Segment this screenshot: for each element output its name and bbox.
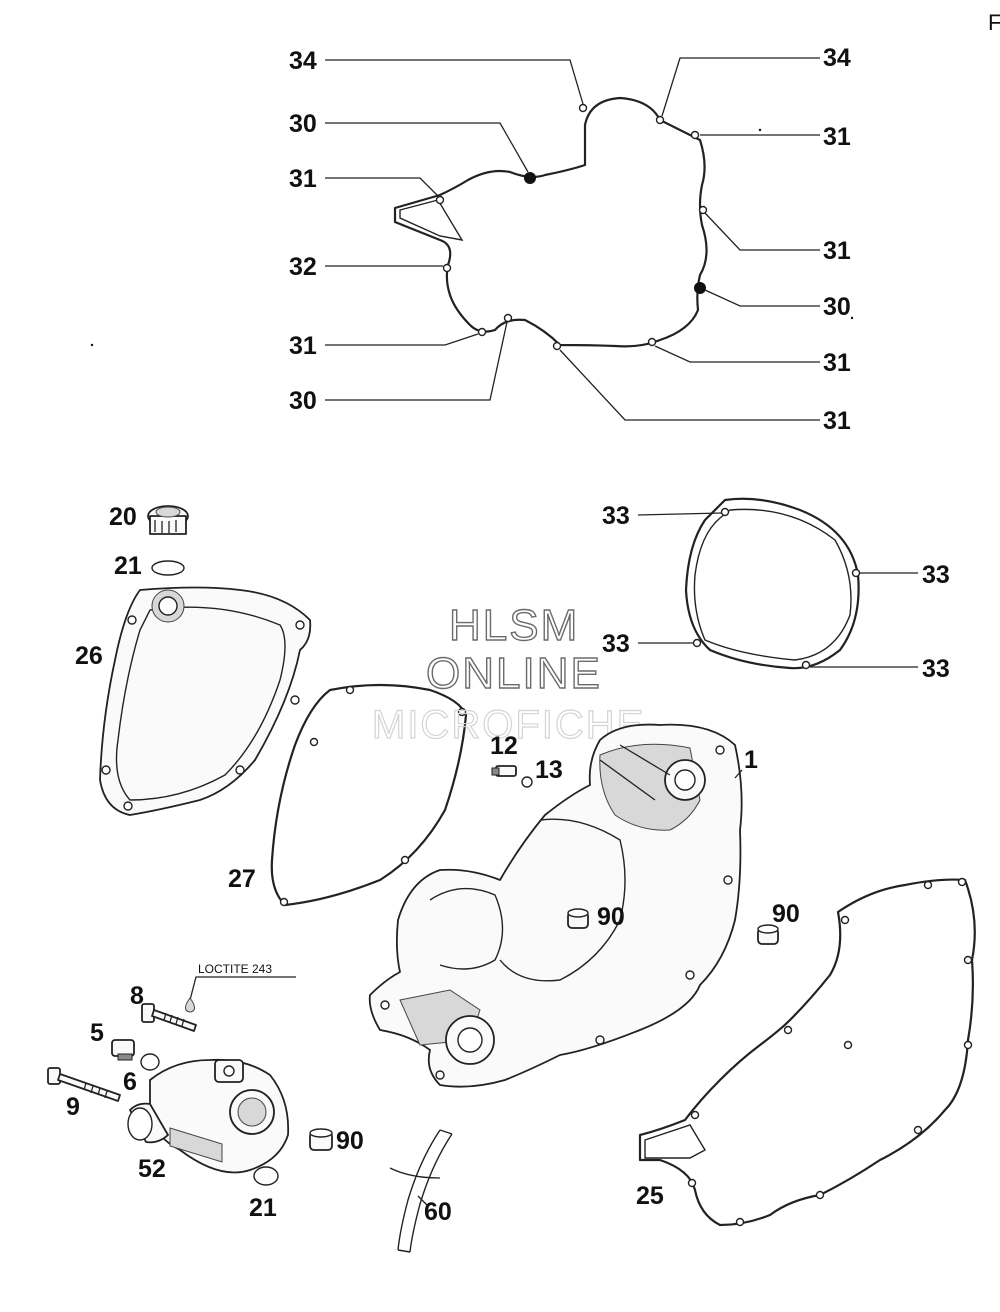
svg-text:ONLINE: ONLINE [426, 649, 602, 698]
leader-33-top [637, 512, 723, 516]
callout-21-bottom: 21 [249, 1194, 277, 1222]
cover-gasket-27 [270, 683, 468, 907]
callout-90-lower: 90 [336, 1127, 364, 1155]
callout-33-left: 33 [602, 630, 630, 658]
crankcase-part [368, 723, 743, 1088]
hose-60-part [389, 1129, 453, 1253]
leader-60 [417, 1195, 429, 1207]
callout-27: 27 [228, 865, 256, 893]
callout-21-top: 21 [114, 552, 142, 580]
callout-31-lower-left: 31 [289, 332, 317, 360]
callout-32: 32 [289, 253, 317, 281]
callout-34-left: 34 [289, 47, 317, 75]
callout-31-right-4: 31 [823, 407, 851, 435]
callout-9: 9 [66, 1093, 80, 1121]
callout-31-right-3: 31 [823, 349, 851, 377]
callout-30-right: 30 [823, 293, 851, 321]
callout-30-lower: 30 [289, 387, 317, 415]
round-gasket-33 [684, 497, 861, 670]
callout-26: 26 [75, 642, 103, 670]
callout-1: 1 [744, 746, 758, 774]
callout-31-right-2: 31 [823, 237, 851, 265]
stray-mark [90, 343, 94, 347]
gasket-27-hole [279, 897, 289, 907]
callout-6: 6 [123, 1068, 137, 1096]
bolt-8-part [141, 1003, 197, 1032]
callout-52: 52 [138, 1155, 166, 1183]
callout-5: 5 [90, 1019, 104, 1047]
callout-33-right: 33 [922, 561, 950, 589]
leader-1 [734, 769, 743, 779]
oring-6 [140, 1053, 160, 1071]
dowel-center [567, 908, 589, 929]
gasket-27-hole [457, 707, 467, 717]
oring-bottom [253, 1166, 279, 1186]
clutch-cover-part [99, 586, 312, 816]
gasket-27-hole [309, 737, 319, 747]
callout-31-upper-left: 31 [289, 165, 317, 193]
gasket-27-hole [345, 685, 355, 695]
bolt-9-part [47, 1067, 121, 1102]
watermark: HLSM ONLINE MICROFICHE [371, 600, 645, 747]
stray-mark [758, 128, 762, 132]
callout-90-center: 90 [597, 903, 625, 931]
upper-cover-gasket [393, 96, 708, 351]
dowel-lower [309, 1128, 333, 1151]
callout-60: 60 [424, 1198, 452, 1226]
callout-33-top: 33 [602, 502, 630, 530]
upper-gasket-leaders [325, 57, 820, 421]
svg-text:MICROFICHE: MICROFICHE [372, 703, 645, 747]
pump-cover-part [127, 1058, 290, 1174]
callout-30-upper: 30 [289, 110, 317, 138]
gasket-27-hole [400, 855, 410, 865]
fitting-5-part [111, 1039, 135, 1061]
loctite-note: LOCTITE 243 [198, 962, 272, 976]
stray-mark [850, 316, 854, 320]
oring-top [151, 560, 185, 576]
oil-plug-part [147, 505, 189, 535]
callout-25: 25 [636, 1182, 664, 1210]
callout-20: 20 [109, 503, 137, 531]
callout-33-lower-right: 33 [922, 655, 950, 683]
seal-13 [521, 776, 533, 788]
callout-13: 13 [535, 756, 563, 784]
page-edge-letter: F [988, 10, 1000, 35]
callout-31-right-1: 31 [823, 123, 851, 151]
loctite-leader [189, 976, 296, 1001]
callout-12: 12 [490, 732, 518, 760]
callout-90-right: 90 [772, 900, 800, 928]
callout-8: 8 [130, 982, 144, 1010]
dowel-right [757, 924, 779, 945]
loctite-drop-icon [185, 997, 195, 1013]
screw-12-part [491, 765, 517, 777]
svg-text:HLSM: HLSM [449, 601, 579, 650]
callout-34-right: 34 [823, 44, 851, 72]
crankcase-gasket-25 [638, 877, 976, 1227]
